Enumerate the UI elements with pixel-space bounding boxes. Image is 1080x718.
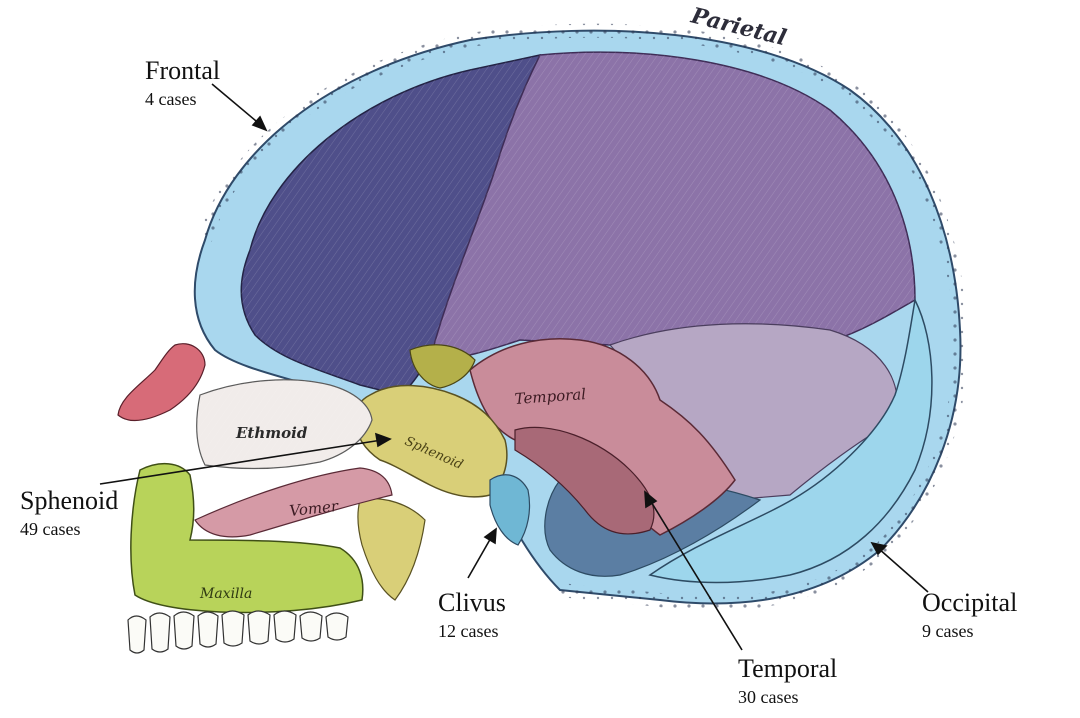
callout-frontal-title: Frontal: [145, 56, 221, 85]
nasal-region: [117, 343, 206, 422]
temporal-arrow: [644, 490, 743, 651]
bone-label-vomer: Vomer: [289, 497, 340, 520]
callout-sphenoid-title: Sphenoid: [20, 486, 119, 515]
occipital-arrow: [870, 541, 929, 593]
teeth: [127, 610, 349, 654]
callout-clivus-title: Clivus: [438, 588, 506, 617]
sphenoid-lower: [357, 498, 426, 601]
sphenoid-wing: [409, 344, 476, 389]
callout-frontal: Frontal 4 cases: [145, 56, 221, 109]
maxilla-region: [130, 463, 364, 614]
clivus-region: [489, 474, 531, 546]
bone-label-maxilla: Maxilla: [199, 586, 252, 602]
callout-occipital-title: Occipital: [922, 588, 1018, 617]
callout-occipital: Occipital 9 cases: [922, 588, 1018, 641]
callout-temporal-title: Temporal: [738, 654, 838, 683]
bone-label-ethmoid: Ethmoid: [235, 424, 308, 442]
sphenoid-arrow: [99, 432, 392, 485]
temporal-petrous: [514, 426, 655, 535]
callout-occipital-count: 9 cases: [922, 621, 974, 641]
callout-clivus-count: 12 cases: [438, 621, 499, 641]
callout-clivus: Clivus 12 cases: [438, 588, 506, 641]
callout-sphenoid-count: 49 cases: [20, 519, 81, 539]
clivus-arrow: [467, 527, 497, 579]
callout-temporal: Temporal 30 cases: [738, 654, 838, 707]
callout-sphenoid: Sphenoid 49 cases: [20, 486, 119, 539]
callout-frontal-count: 4 cases: [145, 89, 197, 109]
occipital-region: [648, 297, 933, 584]
vomer-region: [194, 467, 393, 538]
frontal-arrow: [211, 83, 268, 132]
bone-label-temporal: Temporal: [514, 385, 587, 408]
callout-temporal-count: 30 cases: [738, 687, 799, 707]
